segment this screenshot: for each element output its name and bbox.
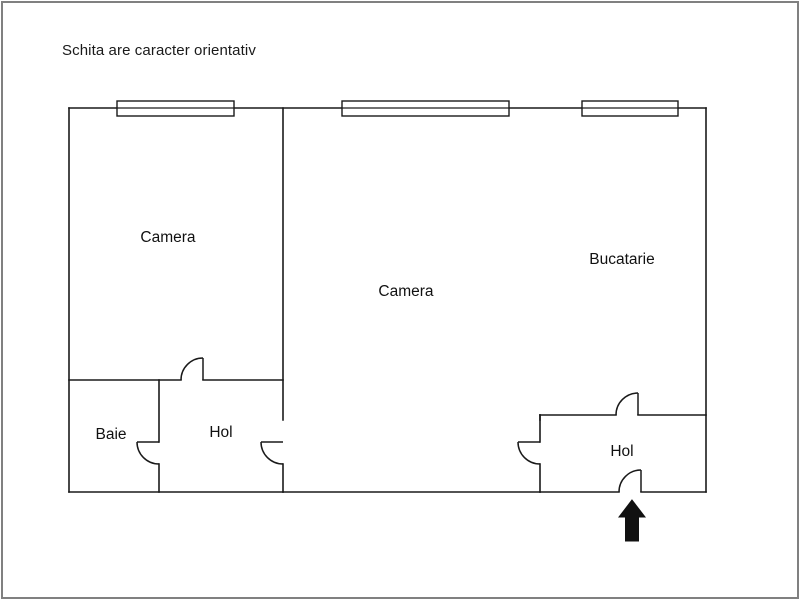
door-hol-right-to-camera-center [517,441,541,465]
door-hol-left-to-camera [180,357,204,381]
window-camera-center [341,100,510,117]
room-label-baie: Baie [95,426,126,443]
room-labels-group: Camera Camera Bucatarie Baie Hol Hol [95,229,654,460]
door-bucatarie [615,392,639,416]
room-label-camera-upper-left: Camera [140,229,196,246]
entrance-arrow [617,499,647,542]
windows-group [116,100,679,117]
room-label-camera-center: Camera [378,283,434,300]
door-entrance [618,469,642,493]
door-baie [136,441,160,465]
page-title: Schita are caracter orientativ [62,42,256,59]
window-bucatarie [581,100,679,117]
room-label-bucatarie: Bucatarie [589,251,654,268]
window-camera-upper-left [116,100,235,117]
room-label-hol-right: Hol [610,443,633,460]
doors-group [136,357,642,493]
room-label-hol-left: Hol [209,424,232,441]
door-hol-left-to-camera-center [260,441,284,465]
